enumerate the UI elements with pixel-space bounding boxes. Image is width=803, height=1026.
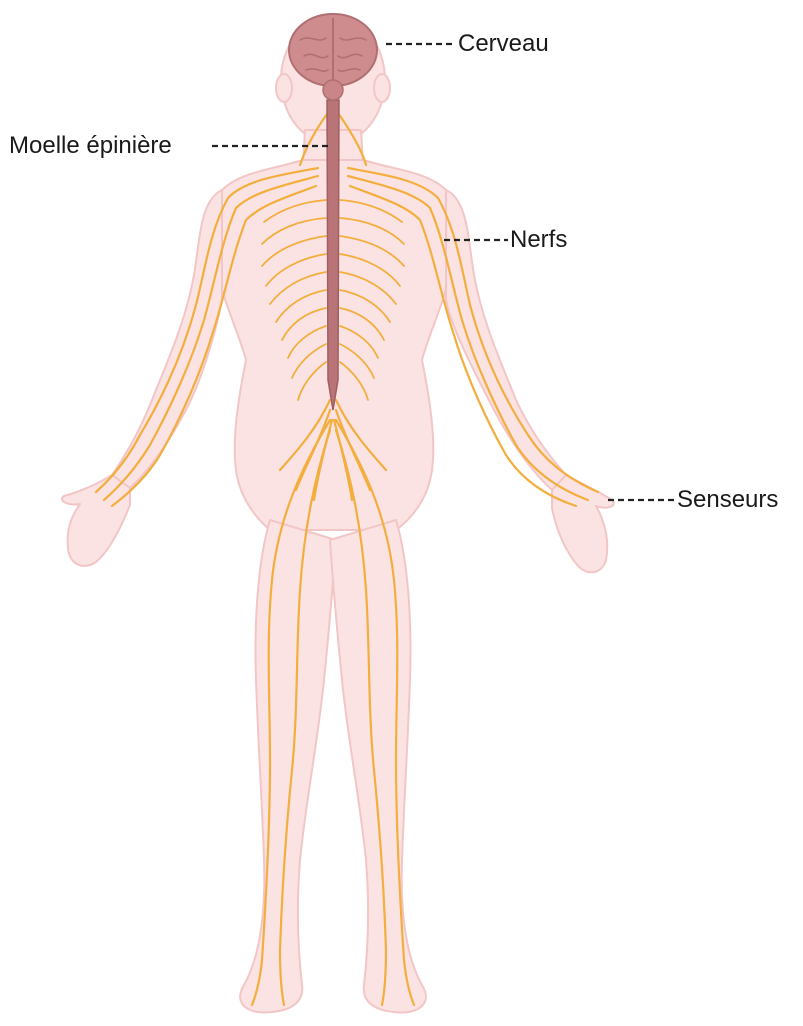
right-hand [552, 475, 614, 572]
left-ear [276, 74, 292, 102]
spinal-cord-label: Moelle épinière [9, 132, 172, 160]
spinal-cord [327, 100, 339, 410]
left-leg [240, 520, 336, 1013]
brainstem [323, 80, 343, 100]
sensors-label: Senseurs [677, 486, 778, 514]
brain-label: Cerveau [458, 30, 549, 58]
right-leg [330, 520, 426, 1013]
nerves-label: Nerfs [510, 226, 567, 254]
left-hand [62, 475, 130, 566]
right-ear [374, 74, 390, 102]
